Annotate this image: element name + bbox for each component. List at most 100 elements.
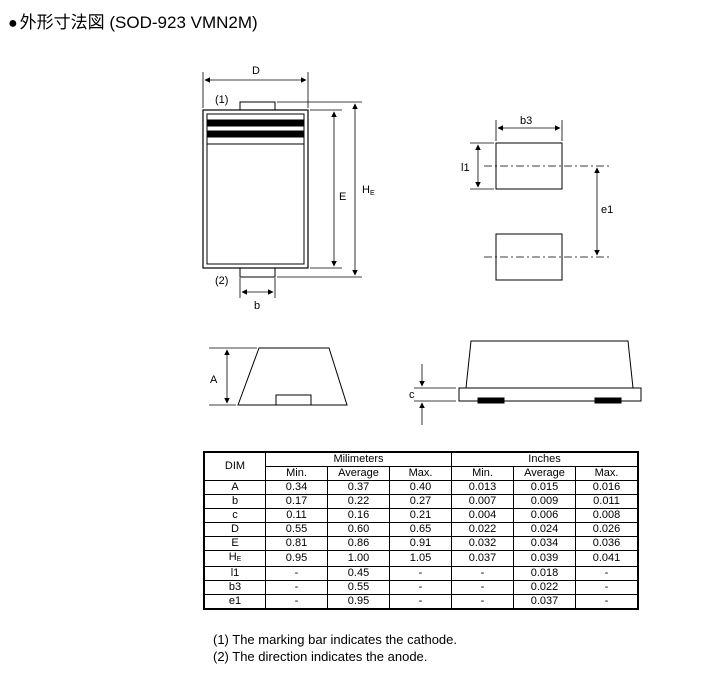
dim-cell: b3 — [203, 580, 266, 595]
value-cell: 0.009 — [513, 494, 576, 509]
value-cell: 0.008 — [575, 508, 639, 523]
value-cell: - — [265, 580, 328, 595]
label-d: D — [252, 65, 260, 77]
label-e: E — [339, 191, 346, 203]
side-lead — [275, 394, 312, 406]
end-view — [414, 340, 642, 425]
value-cell: 0.40 — [389, 480, 452, 495]
label-c: c — [409, 389, 415, 401]
end-lead-strip — [458, 387, 642, 402]
value-cell: 0.036 — [575, 536, 639, 551]
land-pattern — [470, 120, 612, 281]
value-cell: 0.34 — [265, 480, 328, 495]
dim-cell: e1 — [203, 594, 266, 610]
dim-symbol: E — [231, 537, 239, 549]
label-b: b — [254, 300, 260, 312]
value-cell: 0.95 — [327, 594, 390, 610]
value-cell: 0.55 — [265, 522, 328, 537]
table-row: b3-0.55--0.022- — [203, 580, 639, 595]
value-cell: - — [389, 580, 452, 595]
value-cell: 0.037 — [451, 550, 514, 567]
value-cell: - — [575, 566, 639, 581]
value-cell: 0.013 — [451, 480, 514, 495]
value-cell: 0.27 — [389, 494, 452, 509]
label-he: HE — [362, 184, 375, 197]
side-body-outline — [237, 347, 348, 406]
dim-cell: A — [203, 480, 266, 495]
value-cell: - — [451, 594, 514, 610]
notes: (1) The marking bar indicates the cathod… — [213, 631, 457, 665]
dim-cell: D — [203, 522, 266, 537]
dim-symbol: b — [231, 495, 239, 507]
table-header-row: DIM Milimeters Inches — [203, 451, 639, 481]
value-cell: 0.86 — [327, 536, 390, 551]
value-cell: 0.032 — [451, 536, 514, 551]
note-1: (1) The marking bar indicates the cathod… — [213, 632, 458, 647]
value-cell: 0.024 — [513, 522, 576, 537]
value-cell: - — [575, 594, 639, 610]
value-cell: 0.55 — [327, 580, 390, 595]
value-cell: 0.65 — [389, 522, 452, 537]
sub-header-3: Min. — [451, 466, 514, 481]
value-cell: 0.022 — [451, 522, 514, 537]
title-text: 外形寸法図 (SOD-923 VMN2M) — [19, 13, 258, 32]
value-cell: 0.041 — [575, 550, 639, 567]
lead-top — [239, 101, 276, 111]
table-row: l1-0.45--0.018- — [203, 566, 639, 581]
dim-subscript: E — [236, 556, 242, 563]
value-cell: 0.91 — [389, 536, 452, 551]
package-body-inner — [206, 113, 305, 265]
sub-header-1: Average — [327, 466, 390, 481]
dim-symbol: c — [232, 509, 238, 521]
dim-cell: E — [203, 536, 266, 551]
label-he-main: H — [362, 184, 370, 196]
value-cell: 0.004 — [451, 508, 514, 523]
cathode-marking-bar-2 — [206, 130, 305, 138]
value-cell: 0.011 — [575, 494, 639, 509]
package-drawing: D (1) (2) E HE b b3 l1 e1 A — [202, 65, 642, 425]
label-mark2: (2) — [215, 275, 228, 287]
top-view — [202, 72, 362, 298]
sub-header-5: Max. — [575, 466, 639, 481]
value-cell: 0.81 — [265, 536, 328, 551]
dim-cell: l1 — [203, 566, 266, 581]
mm-group-header: Milimeters — [265, 451, 452, 467]
side-view — [209, 347, 348, 406]
label-he-sub: E — [370, 190, 375, 197]
value-cell: - — [451, 566, 514, 581]
value-cell: 0.039 — [513, 550, 576, 567]
cathode-marking-bar-1 — [206, 119, 305, 127]
value-cell: 0.007 — [451, 494, 514, 509]
dim-symbol: b3 — [228, 581, 242, 593]
inch-group-header: Inches — [451, 451, 639, 467]
label-e1: e1 — [601, 204, 613, 216]
value-cell: 0.21 — [389, 508, 452, 523]
value-cell: 1.00 — [327, 550, 390, 567]
value-cell: 0.17 — [265, 494, 328, 509]
note-2: (2) The direction indicates the anode. — [213, 649, 428, 664]
value-cell: - — [389, 594, 452, 610]
label-b3: b3 — [520, 115, 532, 127]
dim-symbol: D — [231, 523, 239, 535]
value-cell: 0.37 — [327, 480, 390, 495]
end-body-outline — [465, 340, 634, 389]
dim-header: DIM — [203, 451, 266, 481]
value-cell: - — [451, 580, 514, 595]
label-l1: l1 — [461, 162, 470, 174]
sub-header-2: Max. — [389, 466, 452, 481]
table-row: e1-0.95--0.037- — [203, 594, 639, 610]
page-title: ●外形寸法図 (SOD-923 VMN2M) — [8, 8, 258, 33]
value-cell: 0.037 — [513, 594, 576, 610]
end-lead-right — [594, 397, 622, 404]
value-cell: 1.05 — [389, 550, 452, 567]
value-cell: 0.11 — [265, 508, 328, 523]
end-lead-left — [477, 397, 505, 404]
